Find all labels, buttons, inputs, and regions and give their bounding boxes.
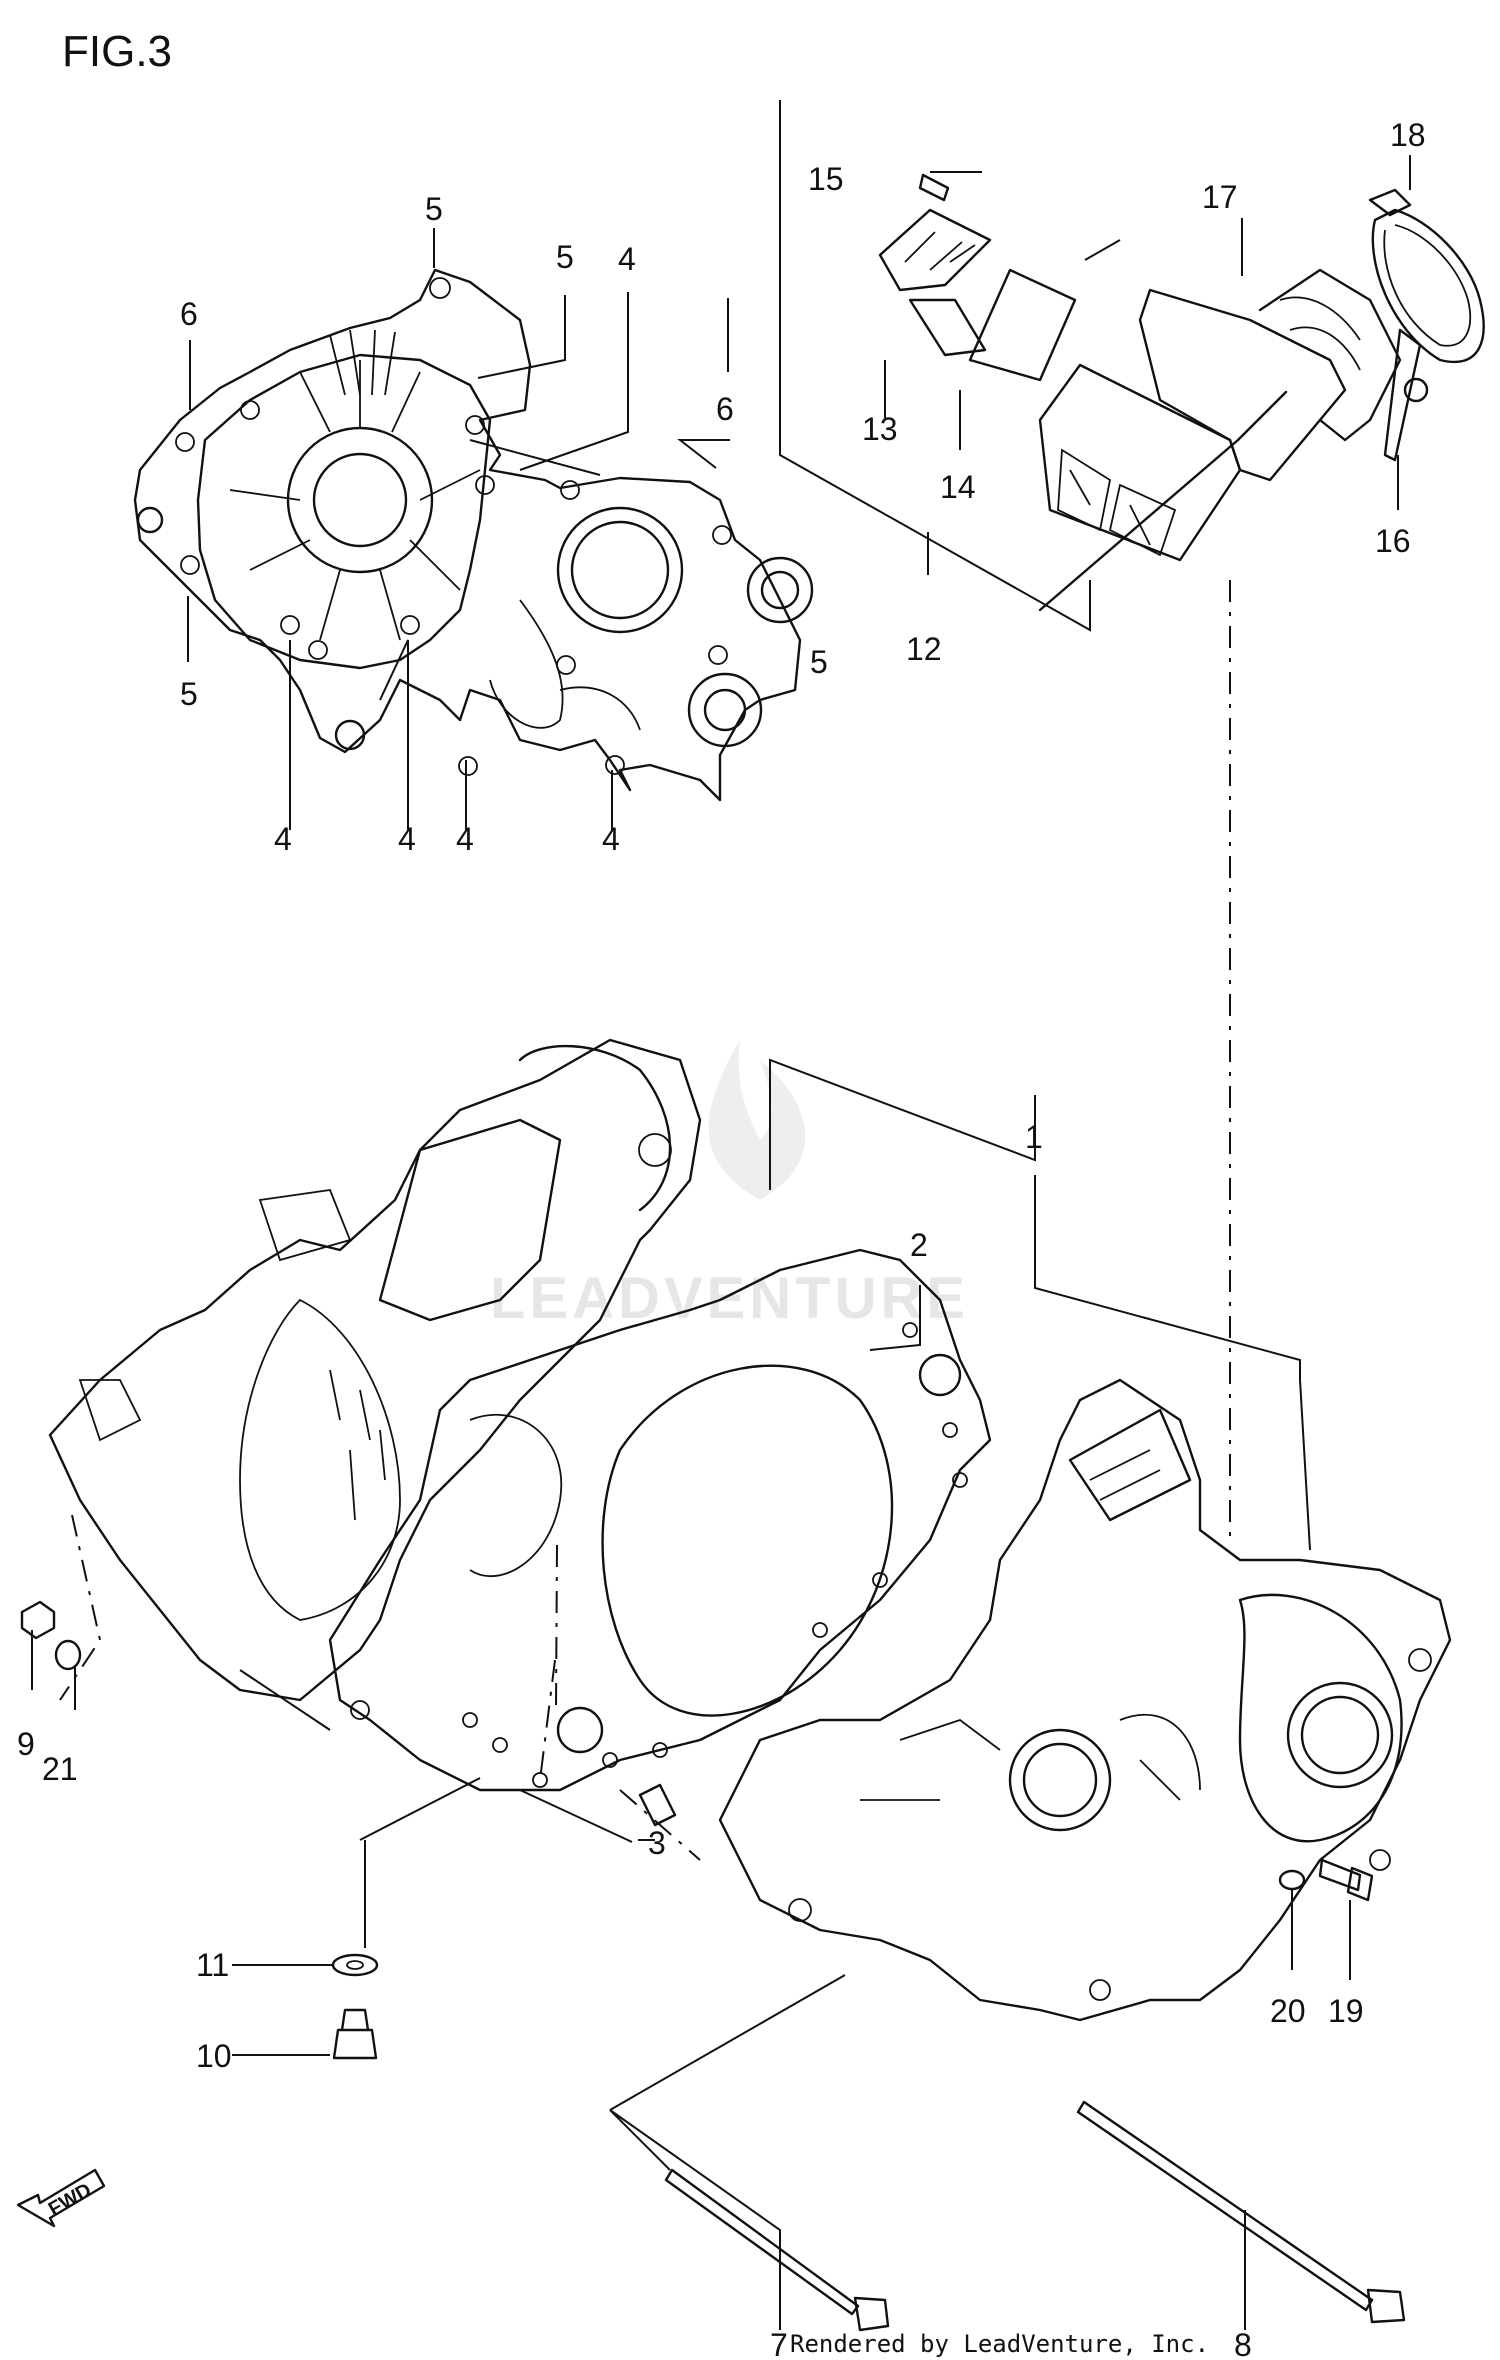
render-credit: Rendered by LeadVenture, Inc. [790, 2330, 1209, 2358]
callout-4: 4 [618, 241, 636, 277]
callout-6: 6 [716, 391, 734, 427]
callout-5: 5 [810, 644, 828, 680]
callout-19: 19 [1328, 1993, 1364, 2029]
callout-4: 4 [602, 821, 620, 857]
callout-8: 8 [1234, 2327, 1252, 2360]
callout-4: 4 [398, 821, 416, 857]
callout-4: 4 [456, 821, 474, 857]
callout-10: 10 [196, 2038, 232, 2074]
callout-7: 7 [770, 2327, 788, 2360]
forward-direction-arrow: FWD [16, 2168, 106, 2228]
callout-3: 3 [648, 1825, 666, 1861]
callout-labels: 1 2 3 4 4 4 4 4 5 5 5 5 6 6 7 8 9 10 11 … [17, 117, 1426, 2360]
callout-12: 12 [906, 631, 942, 667]
reed-valve-assembly [878, 173, 1485, 562]
callout-5: 5 [425, 191, 443, 227]
washer-21 [54, 1639, 82, 1671]
callout-5: 5 [556, 239, 574, 275]
callout-5: 5 [180, 676, 198, 712]
bolt-19 [1318, 1858, 1374, 1902]
dowel-pin [638, 1783, 677, 1827]
crankcase-left-half [48, 1038, 702, 1702]
callout-2: 2 [910, 1227, 928, 1263]
svg-text:LEADVENTURE: LEADVENTURE [490, 1266, 969, 1331]
watermark: LEADVENTURE [490, 1040, 969, 1331]
cylinder-base-gasket [328, 1248, 992, 1792]
callout-1: 1 [1025, 1119, 1043, 1155]
callout-17: 17 [1202, 179, 1238, 215]
stud-bolt-8 [1076, 2100, 1374, 2312]
washer-11 [331, 1953, 379, 1977]
washer-20 [1278, 1869, 1306, 1891]
callout-18: 18 [1390, 117, 1426, 153]
callout-11: 11 [196, 1947, 229, 1983]
crankcase-gasket-outline [133, 268, 814, 802]
callout-6: 6 [180, 296, 198, 332]
drain-plug-10 [332, 2008, 378, 2060]
small-parts [20, 1600, 1406, 2332]
callout-16: 16 [1375, 523, 1411, 559]
crankcase-right-half [718, 1378, 1452, 2022]
callout-21: 21 [42, 1751, 78, 1787]
figure-title: FIG.3 [62, 27, 172, 76]
leader-lines [31, 100, 1411, 2330]
callout-9: 9 [17, 1726, 35, 1762]
callout-20: 20 [1270, 1993, 1306, 2029]
nut-9 [20, 1600, 56, 1640]
callout-14: 14 [940, 469, 976, 505]
stud-bolt-7 [664, 2168, 860, 2316]
callout-15: 15 [808, 161, 844, 197]
callout-13: 13 [862, 411, 898, 447]
callout-4: 4 [274, 821, 292, 857]
